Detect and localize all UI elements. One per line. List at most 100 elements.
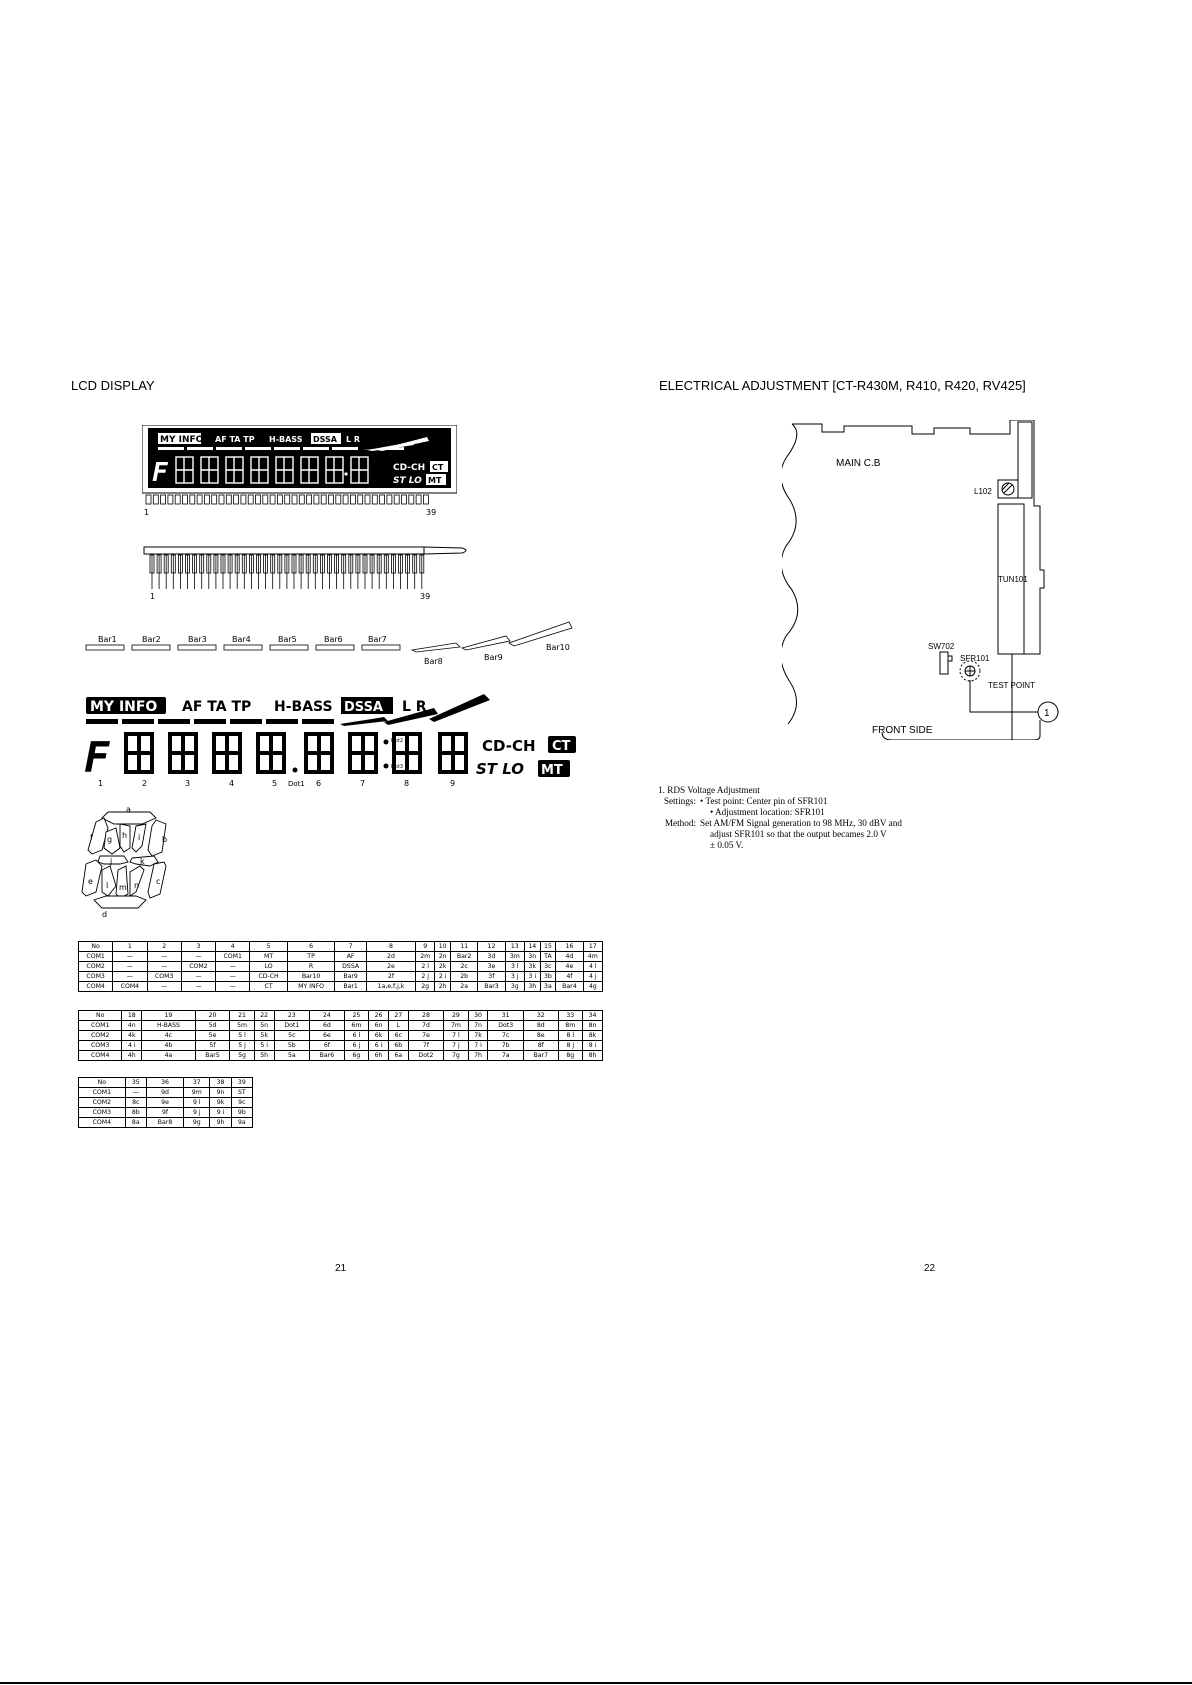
digit-4-label: 4	[229, 779, 234, 788]
pin-table-cell: 4 l	[582, 961, 604, 972]
pin-table-cell: 8e	[522, 1030, 559, 1041]
pin-table-cell: 8h	[582, 1050, 603, 1061]
pin-table-cell: —	[112, 951, 148, 962]
pin-table-row-header: COM2	[77, 961, 114, 972]
pin-table-cell: 8b	[124, 1107, 147, 1118]
bar2-label: Bar2	[142, 635, 161, 644]
pin-table-cell: 7 i	[467, 1040, 489, 1051]
pin-table-cell: —	[215, 981, 251, 992]
lcd-large-aftatp: AF TA TP	[182, 699, 251, 715]
pin-table-cell: L	[387, 1020, 409, 1031]
pin-table-cell: 12	[477, 941, 506, 952]
pin-table-cell: 16	[555, 941, 584, 952]
pin-table-row-header: COM3	[77, 1040, 123, 1051]
pin-table-cell: —	[215, 971, 251, 982]
pin-table-cell: 4 i	[121, 1040, 143, 1051]
board-callout-1: 1	[1044, 708, 1050, 719]
pin-table-cell: 5d	[194, 1020, 231, 1031]
method-line-2: adjust SFR101 so that the output becames…	[710, 829, 887, 839]
pin-table-cell: 8 j	[557, 1040, 584, 1051]
pin-table-cell: 5a	[273, 1050, 311, 1061]
procedure-heading: 1. RDS Voltage Adjustment	[658, 785, 760, 795]
pin-table-row-header: No	[77, 941, 114, 952]
pin-table-cell: 9k	[209, 1097, 232, 1108]
board-diagram-drawing: MAIN C.B L102 TUN101 SW702 SFR101 TEST P…	[780, 419, 1059, 741]
pin-table-cell: 22	[253, 1010, 275, 1021]
bar-layout: Bar1 Bar2 Bar3 Bar4 Bar5 Bar6 Bar7 Bar8 …	[84, 618, 584, 668]
pin-table-cell: 3e	[477, 961, 506, 972]
pin-table-cell: 5h	[253, 1050, 275, 1061]
lcd-large-lr: L R	[402, 699, 427, 715]
electrical-adjustment-title: ELECTRICAL ADJUSTMENT [CT-R430M, R410, R…	[659, 378, 1026, 393]
pin-table-row-header: COM2	[78, 1097, 126, 1108]
pin-table-cell: Bar5	[194, 1050, 231, 1061]
pin-table-cell: 7g	[443, 1050, 469, 1061]
bar1-label: Bar1	[98, 635, 117, 644]
seg-e: e	[88, 877, 93, 886]
lcd-module-top-drawing: MY INFO AF TA TP H-BASS DSSA L R F CD-CH…	[141, 424, 458, 517]
lcd-top-dssa: DSSA	[313, 435, 338, 444]
dot1-label: Dot1	[288, 780, 305, 788]
pin-table-cell: 29	[443, 1010, 469, 1021]
pin-table-cell: 6 j	[343, 1040, 370, 1051]
pin-table-cell: 2e	[365, 961, 417, 972]
pin-table-row-header: COM2	[77, 1030, 123, 1041]
seg-g: g	[107, 835, 112, 844]
pin-table-cell: 2m	[415, 951, 436, 962]
pin-table-cell: 38	[209, 1077, 232, 1088]
pin-table-cell: 7 j	[443, 1040, 469, 1051]
pin-table-cell: 3h	[523, 981, 541, 992]
method-line-3: ± 0.05 V.	[710, 840, 744, 850]
pin-table-cell: 5 l	[229, 1030, 255, 1041]
pin-table-cell: 14	[523, 941, 541, 952]
pin-table-cell: 5g	[229, 1050, 255, 1061]
pin-table-cell: 4b	[141, 1040, 196, 1051]
lcd-top-lr: L R	[346, 435, 360, 444]
pin-table-cell: TA	[539, 951, 557, 962]
pin-table-cell: R	[286, 961, 336, 972]
pin-table-cell: 34	[582, 1010, 603, 1021]
pin-table-cell: 17	[582, 941, 604, 952]
pin-table-row-header: COM3	[78, 1107, 126, 1118]
pin-table-cell: 4 j	[582, 971, 604, 982]
seg-c: c	[156, 877, 160, 886]
pin-table-cell: 4d	[555, 951, 584, 962]
pin-table-cell: —	[112, 961, 148, 972]
pin-table-cell: 9 j	[183, 1107, 211, 1118]
lcd-top-pin-last: 39	[426, 508, 436, 517]
lcd-large-hbass: H-BASS	[274, 699, 333, 715]
lcd-large-mt: MT	[541, 763, 563, 778]
lcd-top-cdch: CD-CH	[393, 463, 425, 473]
pin-table-cell: DSSA	[334, 961, 367, 972]
pin-table-cell: 5f	[194, 1040, 231, 1051]
pin-table-row-header: COM3	[77, 971, 114, 982]
bar5-label: Bar5	[278, 635, 297, 644]
pin-table-cell: 35	[124, 1077, 147, 1088]
pin-table-cell: 5m	[229, 1020, 255, 1031]
pin-table-cell: —	[146, 981, 182, 992]
pin-table-cell: 36	[145, 1077, 185, 1088]
bar4-label: Bar4	[232, 635, 251, 644]
bar10-label: Bar10	[546, 643, 570, 652]
pin-table-cell: 18	[121, 1010, 143, 1021]
pin-table-cell: 5b	[273, 1040, 311, 1051]
lcd-large-drawing: MY INFO AF TA TP H-BASS DSSA L R F Dot2 …	[84, 694, 576, 788]
board-test-point-label: TEST POINT	[988, 681, 1035, 690]
pin-table-cell: 9 l	[183, 1097, 211, 1108]
pin-table-cell: 3b	[539, 971, 557, 982]
pin-table-cell: 37	[183, 1077, 211, 1088]
lcd-large-layout: MY INFO AF TA TP H-BASS DSSA L R F Dot2 …	[84, 690, 584, 790]
seg-i: i	[138, 833, 140, 842]
pin-table-cell: 6b	[387, 1040, 409, 1051]
lcd-connector-drawing: 1 39	[143, 546, 467, 601]
pin-table-cell: 7d	[407, 1020, 445, 1031]
pin-table-cell: 7	[334, 941, 367, 952]
pin-table-cell: 7a	[487, 1050, 524, 1061]
pin-table-cell: COM4	[112, 981, 148, 992]
